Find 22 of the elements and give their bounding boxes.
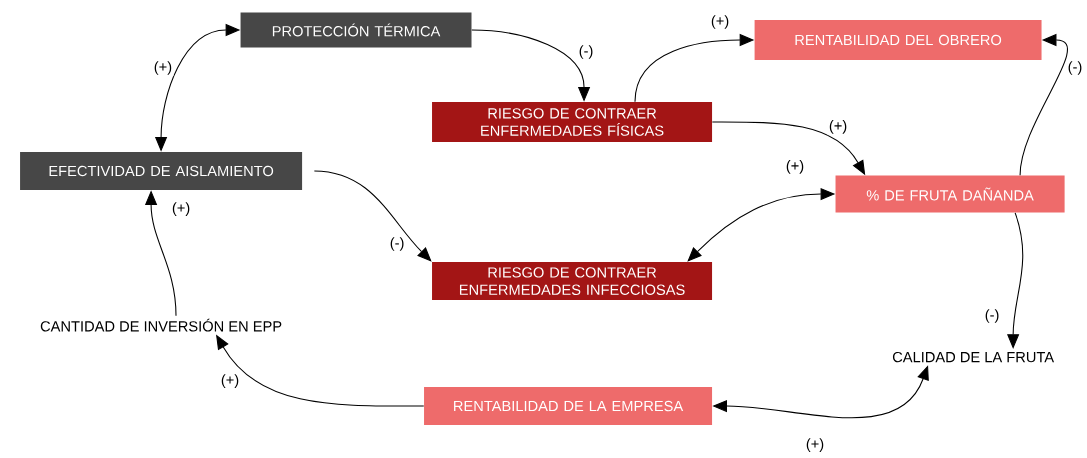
process-box: RIESGO DE CONTRAER ENFERMEDADES FÍSICAS — [432, 102, 713, 142]
process-box: PROTECCIÓN TÉRMICA — [240, 12, 472, 48]
process-box: RENTABILIDAD DE LA EMPRESA — [424, 387, 713, 425]
edge-label: (+) — [827, 118, 849, 136]
process-box: RENTABILIDAD DEL OBRERO — [754, 20, 1042, 60]
edge-label: (-) — [1066, 59, 1084, 77]
edge-label: (-) — [577, 43, 595, 61]
process-box: EFECTIVIDAD DE AISLAMIENTO — [20, 151, 303, 190]
process-box: % DE FRUTA DAÑANDA — [835, 175, 1065, 213]
edge-label: (+) — [219, 372, 241, 390]
text-label: CANTIDAD DE INVERSIÓN EN EPP — [40, 318, 282, 332]
edge-label: (+) — [709, 13, 731, 31]
arrow — [313, 170, 432, 262]
edge-label: (+) — [804, 436, 826, 454]
arrow — [1007, 212, 1024, 349]
edge-label: (+) — [784, 158, 806, 176]
edge-label: (-) — [983, 307, 1001, 325]
text-label: CALIDAD DE LA FRUTA — [892, 351, 1055, 363]
edge-label: (+) — [170, 200, 192, 218]
edge-label: (-) — [388, 235, 406, 253]
process-box: RIESGO DE CONTRAER ENFERMEDADES INFECCIOSAS — [432, 262, 713, 301]
edge-label: (+) — [152, 59, 174, 77]
